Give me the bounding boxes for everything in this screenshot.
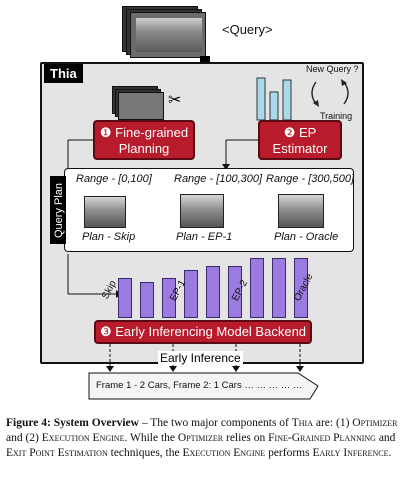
model-layer-2 <box>140 282 154 318</box>
range-0: Range - [0,100] <box>76 173 152 185</box>
caption-epe: Exit Point Estimation <box>6 447 108 459</box>
estimator-number: ❷ <box>283 125 296 140</box>
caption-part7: techniques, the <box>107 447 183 459</box>
backend-number: ❸ <box>99 324 112 339</box>
caption-part2: are: (1) <box>313 417 353 429</box>
caption-part5: relies on <box>223 432 269 444</box>
caption-optimizer: Optimizer <box>352 417 398 429</box>
plan-thumbnail-skip <box>84 196 126 228</box>
caption-optimizer2: Optimizer <box>177 432 224 444</box>
output-text: Frame 1 - 2 Cars, Frame 2: 1 Cars … … … … <box>96 380 303 391</box>
model-layer-1 <box>118 278 132 318</box>
estimator-loop-top: New Query ? <box>306 64 359 74</box>
scissors-icon: ✂ <box>168 92 182 109</box>
caption-part8: performs <box>265 447 313 459</box>
planning-label-line1: Fine-grained <box>115 125 189 140</box>
range-2: Range - [300,500] <box>266 173 355 185</box>
estimator-loop-bottom: Training <box>320 111 353 121</box>
plan-label-skip: Plan - Skip <box>82 231 136 243</box>
figure-caption: Figure 4: System Overview – The two majo… <box>6 416 404 461</box>
model-layer-7 <box>250 258 264 318</box>
caption-part6: and <box>375 432 396 444</box>
caption-engine2: Execution Engine <box>182 447 266 459</box>
caption-figure-label: Figure 4: System Overview <box>6 417 139 429</box>
query-label: <Query> <box>222 22 273 37</box>
planning-label-line2: Planning <box>118 141 170 156</box>
caption-thia: Thia <box>291 417 313 429</box>
estimator-label-line2: Estimator <box>272 141 328 156</box>
backend-label: Early Inferencing Model Backend <box>115 324 307 339</box>
range-1: Range - [100,300] <box>174 173 263 185</box>
model-layer-4 <box>184 270 198 318</box>
plan-label-oracle: Plan - Oracle <box>274 231 339 243</box>
early-inference-label: Early Inference <box>158 351 243 365</box>
model-layer-3 <box>162 278 176 318</box>
plan-thumbnail-oracle <box>278 194 324 228</box>
caption-fgp: Fine-Grained Planning <box>268 432 376 444</box>
planning-number: ❶ <box>99 125 112 140</box>
model-layer-9 <box>294 258 308 318</box>
system-name-tag: Thia <box>44 64 83 83</box>
caption-part9: . <box>388 447 392 459</box>
estimator-label-line1: EP <box>298 125 317 140</box>
estimator-loop-arrows <box>311 79 349 107</box>
caption-part4: . While the <box>124 432 178 444</box>
caption-engine: Execution Engine <box>41 432 125 444</box>
model-backend-box: ❸ Early Inferencing Model Backend <box>94 320 312 344</box>
model-layer-8 <box>272 258 286 318</box>
planning-video-stack <box>112 86 164 120</box>
caption-ei: Early Inference <box>312 447 389 459</box>
plan-label-ep1: Plan - EP-1 <box>176 231 233 243</box>
query-video-stack <box>122 6 208 58</box>
caption-part3: and (2) <box>6 432 42 444</box>
ep-estimator-box: ❷ EP Estimator <box>258 120 342 160</box>
caption-part1: – The two major components of <box>138 417 292 429</box>
model-layer-5 <box>206 266 220 318</box>
fine-grained-planning-box: ❶ Fine-grained Planning <box>93 120 195 160</box>
model-layer-6 <box>228 266 242 318</box>
output-document-shape <box>88 372 319 400</box>
plan-thumbnail-ep1 <box>180 194 224 228</box>
